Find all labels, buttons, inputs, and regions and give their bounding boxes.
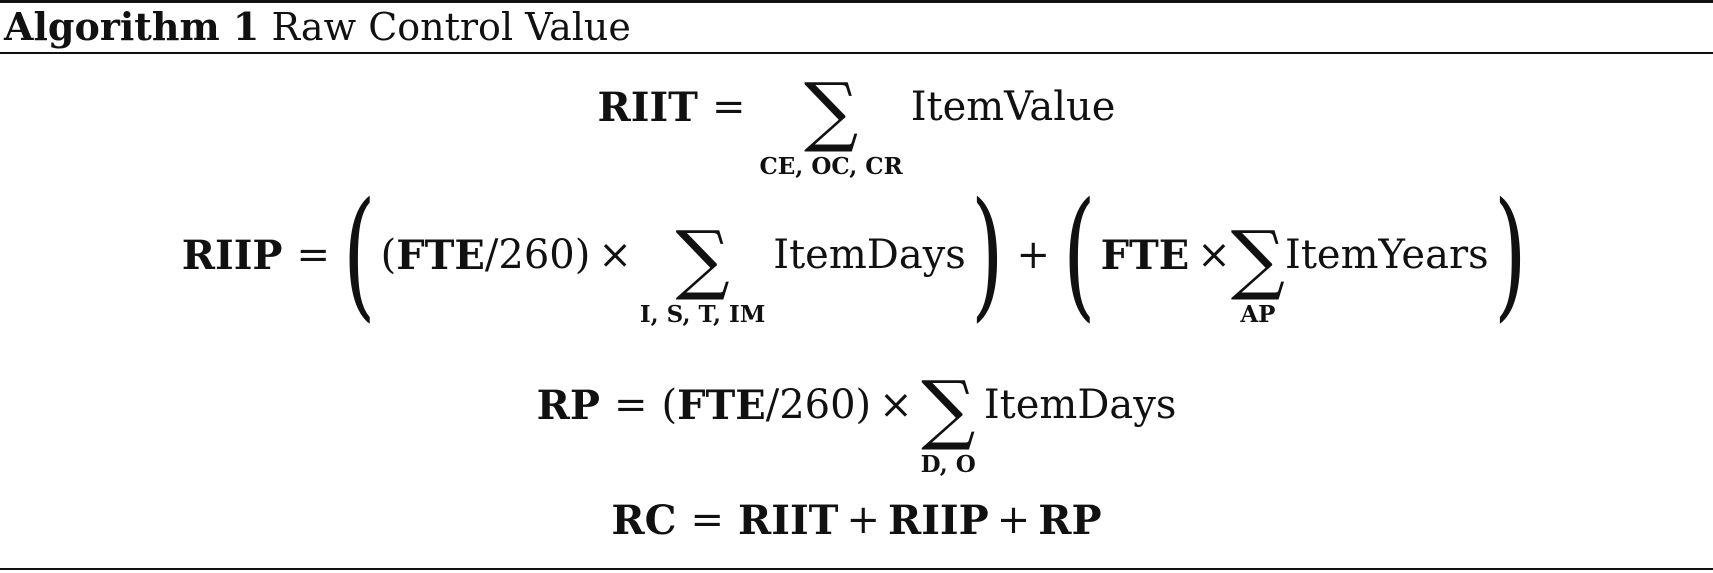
rp-fte: FTE [677, 381, 766, 429]
riip-summation-1: ∑ I, S, T, IM [640, 221, 765, 329]
rp-lhs: RP [536, 381, 600, 429]
rc-lhs: RC [611, 496, 677, 544]
rp-divisor: /260) [765, 382, 872, 428]
riip-times: × [598, 232, 632, 278]
riip-term-1: ItemDays [773, 232, 966, 278]
riip-summation-2: ∑ AP [1231, 221, 1285, 329]
rc-equals: = [690, 497, 725, 543]
rp-frac-open: ( [661, 382, 678, 428]
equation-rc: RC = RIIT + RIIP + RP [0, 470, 1713, 570]
algorithm-label: Algorithm 1 [4, 4, 260, 49]
algorithm-title: Raw Control Value [271, 5, 631, 49]
riip-fte: FTE [396, 231, 485, 279]
rc-term-riit: RIIT [738, 496, 839, 544]
bottom-rule [0, 568, 1713, 570]
riip-sum-subscript-2: AP [1240, 301, 1276, 328]
equation-riip: RIIP = ( (FTE/260) × ∑ I, S, T, IM ItemD… [0, 173, 1713, 336]
riip-lhs: RIIP [181, 231, 283, 279]
rc-term-rp: RP [1038, 496, 1102, 544]
rc-plus-1: + [846, 497, 880, 543]
riit-lhs: RIIT [597, 83, 698, 131]
riit-sum-symbol: ∑ [803, 66, 859, 155]
riip-sum-symbol-1: ∑ [675, 214, 730, 303]
algorithm-caption: Algorithm 1 Raw Control Value [4, 4, 631, 50]
riip-fte-2: FTE [1100, 231, 1190, 279]
equation-rp: RP = (FTE/260) × ∑ D, O ItemDays [0, 350, 1713, 479]
caption-rule [0, 52, 1713, 54]
riip-frac-open: ( [380, 232, 397, 278]
riip-equals: = [296, 232, 331, 278]
rc-term-riip: RIIP [887, 496, 989, 544]
riip-open-paren: ( [342, 173, 376, 336]
rp-sum-symbol: ∑ [921, 364, 976, 453]
top-rule [0, 0, 1713, 3]
rc-plus-2: + [996, 497, 1031, 543]
riit-term: ItemValue [910, 84, 1116, 130]
riip-times-2: × [1197, 232, 1231, 278]
rp-summation: ∑ D, O [921, 371, 976, 479]
rp-equals: = [613, 382, 648, 428]
riit-sum-subscript: CE, OC, CR [759, 153, 903, 180]
riip-sum-symbol-2: ∑ [1230, 214, 1286, 303]
equation-riit: RIIT = ∑ CE, OC, CR ItemValue [0, 52, 1713, 181]
riip-term-2: ItemYears [1285, 232, 1489, 278]
riip-divisor: /260) [484, 232, 591, 278]
riip-close-paren-2: ) [1493, 173, 1527, 336]
rp-times: × [879, 382, 913, 428]
riip-plus: + [1016, 232, 1050, 278]
riit-summation: ∑ CE, OC, CR [759, 73, 902, 181]
riip-sum-subscript-1: I, S, T, IM [639, 301, 766, 328]
riip-open-paren-2: ( [1062, 173, 1096, 336]
riit-equals: = [711, 84, 746, 130]
rp-term: ItemDays [983, 382, 1177, 428]
riip-close-paren: ) [970, 173, 1004, 336]
rp-sum-subscript: D, O [920, 451, 976, 478]
